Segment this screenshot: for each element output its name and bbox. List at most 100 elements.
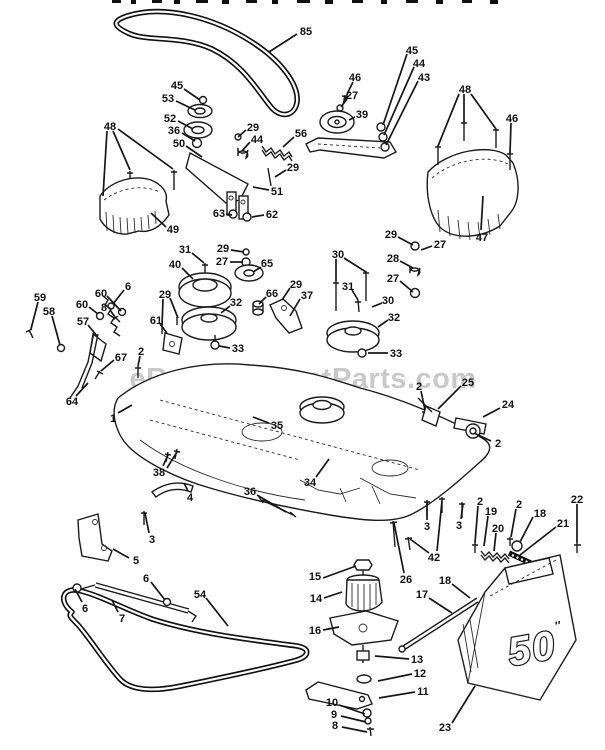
leader-line (274, 169, 287, 178)
callout-label-8: 8 (101, 302, 107, 314)
cover-47-drawing (426, 121, 519, 241)
callout-label-61: 61 (150, 315, 162, 327)
callout-label-51: 51 (271, 186, 283, 198)
leader-line (161, 298, 164, 327)
callout-label-35: 35 (271, 420, 283, 432)
leader-line (205, 597, 229, 627)
leader-line (493, 532, 497, 552)
callout-label-11: 11 (417, 686, 429, 698)
callout-label-18: 18 (439, 575, 451, 587)
leader-line (112, 289, 125, 305)
callout-label-14: 14 (310, 593, 323, 605)
callout-label-2: 2 (416, 381, 422, 393)
leader-line (428, 597, 453, 614)
leader-line (436, 500, 443, 552)
spacer-66-drawing (252, 300, 264, 316)
cover-49-drawing (99, 177, 170, 235)
leader-line (225, 213, 233, 216)
gauge-bracket-5-drawing (77, 513, 113, 562)
leader-line (480, 195, 484, 231)
leader-line (112, 130, 131, 171)
callout-label-3: 3 (456, 520, 462, 532)
callout-label-9: 9 (331, 709, 337, 721)
callout-label-27: 27 (434, 239, 446, 251)
cropped-text-fragments (112, 0, 498, 4)
leader-line (162, 454, 169, 467)
callout-label-65: 65 (261, 258, 273, 270)
callout-label-39: 39 (356, 109, 368, 121)
leader-line (144, 512, 150, 534)
leader-line (322, 565, 357, 579)
leader-line (347, 81, 354, 93)
leader-line (483, 515, 489, 547)
callout-label-25: 25 (462, 377, 474, 389)
leader-line (519, 516, 534, 543)
callout-label-21: 21 (557, 518, 569, 530)
leader-line (281, 287, 291, 301)
callout-label-29: 29 (287, 162, 299, 174)
callout-label-8: 8 (332, 720, 338, 732)
callout-label-26: 26 (400, 574, 412, 586)
deck-housing-drawing (113, 363, 491, 551)
callout-label-29: 29 (159, 289, 171, 301)
leader-line (341, 726, 368, 733)
leader-line (474, 505, 479, 544)
callout-label-30: 30 (382, 295, 394, 307)
callout-label-2: 2 (138, 346, 144, 358)
callout-label-62: 62 (266, 209, 278, 221)
callout-label-66: 66 (266, 288, 278, 300)
leader-line (268, 33, 298, 53)
callout-label-6: 6 (82, 603, 88, 615)
bag-size-inch-mark: ″ (554, 618, 562, 633)
belt-85-drawing (113, 8, 300, 118)
leader-line (451, 685, 476, 724)
leader-line (382, 53, 408, 126)
leader-line (252, 266, 262, 273)
callout-label-3: 3 (424, 521, 430, 533)
callout-label-46: 46 (349, 72, 361, 84)
idler-stack-drawing (183, 95, 213, 149)
callout-label-50: 50 (173, 138, 185, 150)
leader-line (181, 267, 194, 280)
callout-label-4: 4 (187, 492, 194, 504)
leader-line (351, 289, 359, 301)
callout-label-22: 22 (571, 494, 583, 506)
callout-label-13: 13 (411, 654, 423, 666)
leader-line (30, 301, 39, 330)
spindle-assembly-drawing (305, 559, 399, 737)
pulley-32-right-drawing (326, 320, 380, 358)
callout-label-57: 57 (77, 316, 89, 328)
callout-label-27: 27 (346, 90, 358, 102)
leader-line (282, 136, 295, 148)
callout-label-52: 52 (164, 113, 176, 125)
leader-line (258, 296, 267, 305)
leader-line (519, 526, 557, 556)
leader-line (420, 390, 426, 411)
callout-label-46: 46 (506, 113, 518, 125)
leader-line (340, 98, 348, 108)
leader-line (185, 145, 203, 158)
leader-line (322, 626, 340, 631)
callout-label-29: 29 (217, 243, 229, 255)
leader-line (230, 249, 245, 253)
leader-line (102, 130, 108, 197)
leader-line (100, 359, 115, 372)
callout-label-5: 5 (133, 555, 139, 567)
callout-label-38: 38 (153, 467, 165, 479)
leader-line (385, 80, 419, 146)
callout-label-58: 58 (43, 306, 55, 318)
leader-line (74, 588, 83, 603)
callout-label-53: 53 (162, 93, 174, 105)
callout-label-24: 24 (502, 399, 515, 411)
callout-label-12: 12 (414, 668, 426, 680)
tension-rod-drawing (398, 597, 479, 653)
callout-label-32: 32 (388, 312, 400, 324)
leader-line (377, 319, 389, 328)
leader-line (251, 214, 265, 218)
callout-label-23: 23 (439, 722, 451, 734)
callout-label-63: 63 (213, 208, 225, 220)
leader-line (166, 451, 178, 469)
discharge-cover-23-drawing: 50 ″ (457, 554, 577, 701)
